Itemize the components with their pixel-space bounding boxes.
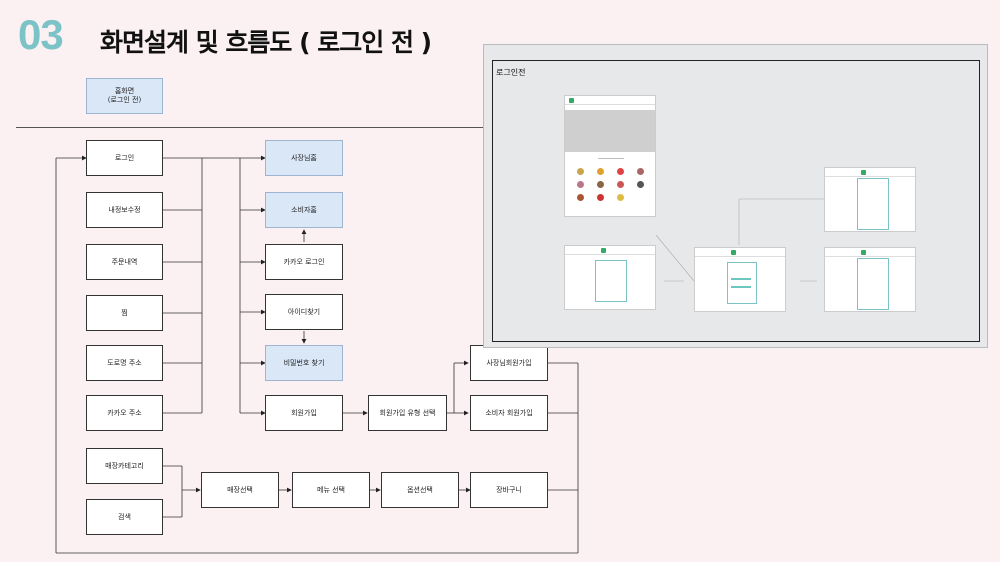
wireframe-frame bbox=[492, 60, 980, 342]
node-cart: 장바구니 bbox=[470, 472, 548, 508]
wireframe-signup-type bbox=[694, 247, 786, 312]
wireframe-connectors bbox=[655, 198, 824, 282]
node-find-id: 아이디찾기 bbox=[265, 294, 343, 330]
wireframe-main-page bbox=[564, 95, 656, 217]
node-wishlist: 찜 bbox=[86, 295, 163, 331]
node-edit-profile: 내정보수정 bbox=[86, 192, 163, 228]
wire-button bbox=[731, 278, 751, 280]
wire-header bbox=[565, 96, 655, 105]
wire-button bbox=[731, 286, 751, 288]
node-menu-select: 메뉴 선택 bbox=[292, 472, 370, 508]
category-icon bbox=[617, 168, 624, 175]
category-icon bbox=[597, 168, 604, 175]
divider bbox=[16, 127, 486, 128]
node-road-address: 도로명 주소 bbox=[86, 345, 163, 381]
category-icon bbox=[637, 181, 644, 188]
wireframe-login-page bbox=[564, 245, 656, 310]
node-consumer-signup: 소비자 회원가입 bbox=[470, 395, 548, 431]
section-number: 03 bbox=[18, 11, 64, 58]
wireframe-screenshot: 로그인전 bbox=[483, 44, 988, 348]
category-icon bbox=[577, 181, 584, 188]
category-icon bbox=[617, 181, 624, 188]
category-icon bbox=[597, 181, 604, 188]
category-icon bbox=[577, 168, 584, 175]
node-owner-home: 사장님홈 bbox=[265, 140, 343, 176]
node-option-select: 옵션선택 bbox=[381, 472, 459, 508]
node-order-history: 주문내역 bbox=[86, 244, 163, 280]
node-login: 로그인 bbox=[86, 140, 163, 176]
node-kakao-address: 카카오 주소 bbox=[86, 395, 163, 431]
node-signup: 회원가입 bbox=[265, 395, 343, 431]
node-search: 검색 bbox=[86, 499, 163, 535]
wire-header bbox=[695, 248, 785, 257]
legend-home-screen: 홈화면 (로그인 전) bbox=[86, 78, 163, 114]
wire-header bbox=[825, 168, 915, 177]
node-consumer-home: 소비자홈 bbox=[265, 192, 343, 228]
wire-edge bbox=[655, 234, 695, 282]
wire-type-card bbox=[727, 262, 757, 304]
wireframe-frame-label: 로그인전 bbox=[496, 68, 526, 77]
wire-form bbox=[857, 258, 889, 310]
wireframe-consumer-signup bbox=[824, 247, 916, 312]
category-icon bbox=[577, 194, 584, 201]
wire-header bbox=[565, 246, 655, 255]
node-signup-type: 회원가입 유형 선택 bbox=[368, 395, 447, 431]
category-icon bbox=[637, 168, 644, 175]
wireframe-owner-signup bbox=[824, 167, 916, 232]
node-find-password: 비밀번호 찾기 bbox=[265, 345, 343, 381]
wire-search bbox=[598, 158, 624, 159]
wire-form bbox=[857, 178, 889, 230]
wire-banner bbox=[565, 110, 655, 152]
node-store-select: 매장선택 bbox=[201, 472, 279, 508]
node-store-category: 매장카테고리 bbox=[86, 448, 163, 484]
node-owner-signup: 사장님회원가입 bbox=[470, 345, 548, 381]
node-kakao-login: 카카오 로그인 bbox=[265, 244, 343, 280]
wire-login-card bbox=[595, 260, 627, 302]
wire-header bbox=[825, 248, 915, 257]
category-icon bbox=[597, 194, 604, 201]
category-icon bbox=[617, 194, 624, 201]
page-title: 화면설계 및 흐름도 ( 로그인 전 ) bbox=[100, 28, 432, 57]
